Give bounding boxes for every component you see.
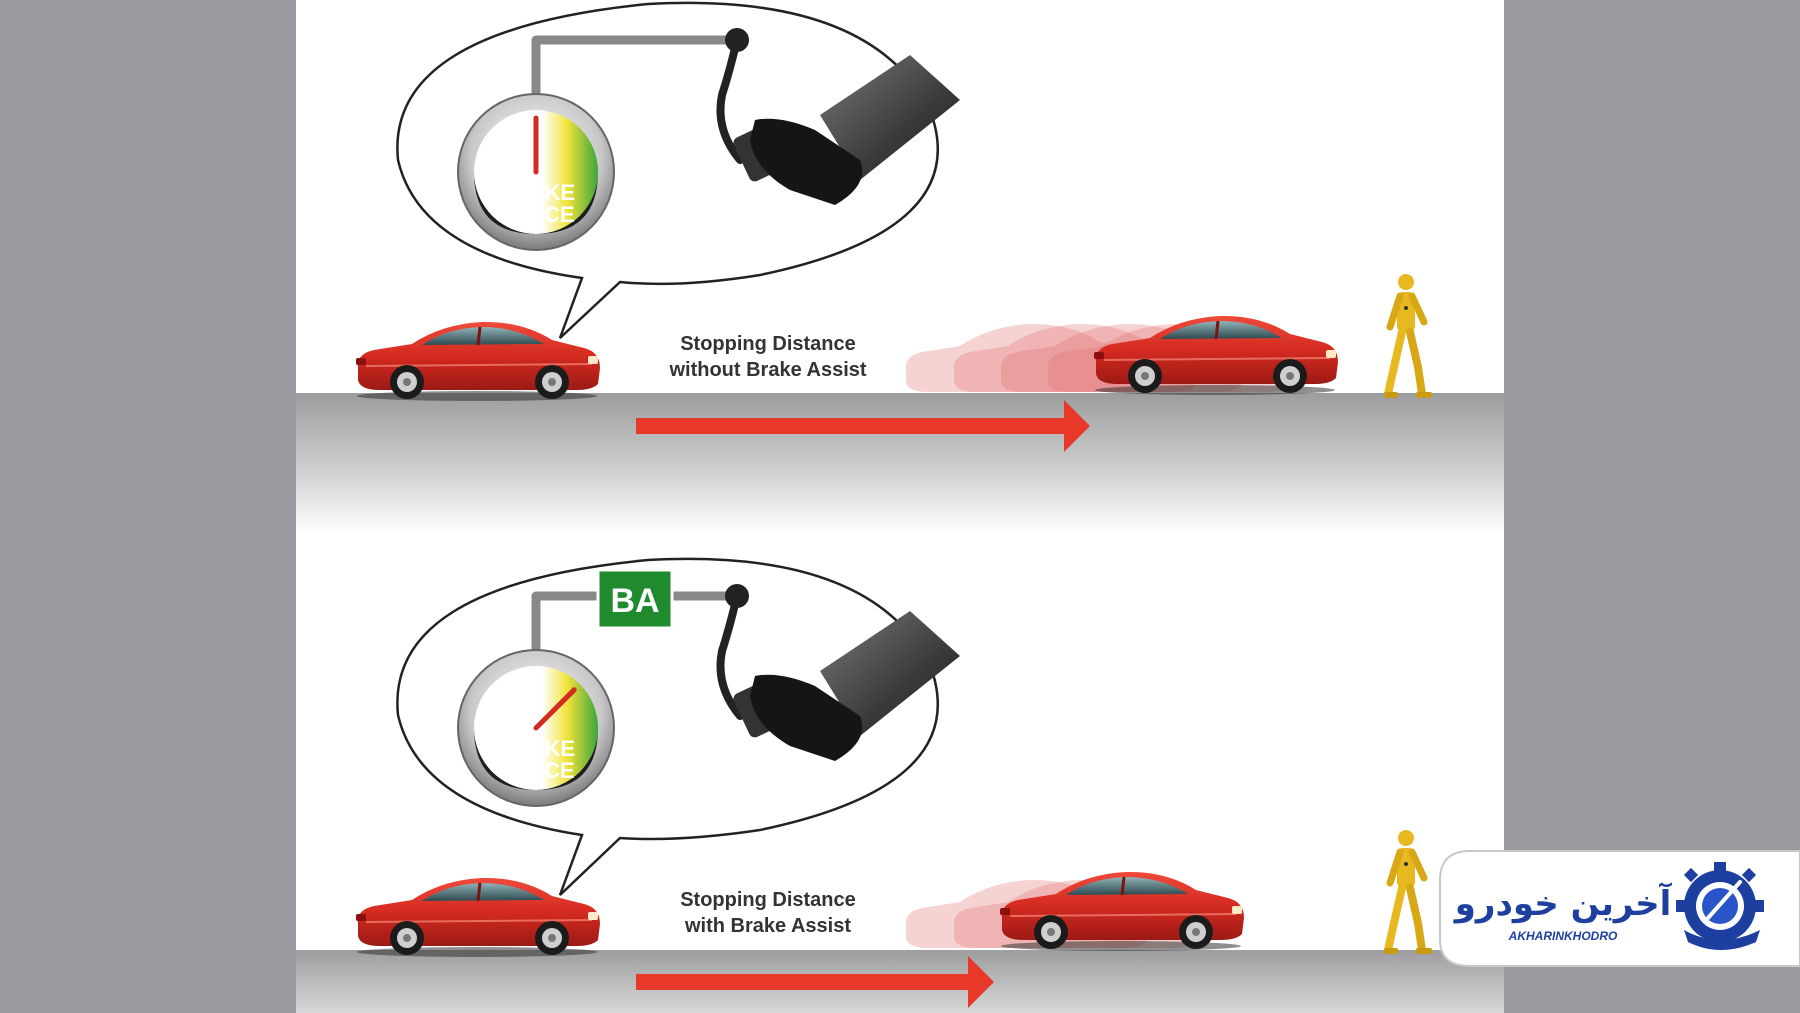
caption-line1: Stopping Distance bbox=[680, 889, 856, 911]
top-scenario: BRAKE FORCE Stopping Distance without Br… bbox=[296, 1, 1504, 533]
shoe-icon bbox=[750, 55, 960, 205]
gauge-label-line2: FORCE bbox=[498, 202, 575, 227]
ba-badge: BA bbox=[596, 568, 674, 630]
gauge-label-line1: BRAKE bbox=[497, 736, 575, 761]
caption-line1: Stopping Distance bbox=[680, 333, 856, 355]
shoe-icon bbox=[750, 611, 960, 761]
road-top bbox=[296, 393, 1504, 533]
gauge-label-line1: BRAKE bbox=[497, 180, 575, 205]
gauge-icon: BRAKE FORCE bbox=[457, 93, 615, 251]
gear-logo-icon bbox=[1676, 862, 1764, 950]
gauge-needle bbox=[533, 687, 577, 731]
bottom-scenario: BA BRAKE FORCE Stopping Distance with Br… bbox=[296, 557, 1504, 1013]
gauge-label-line2: FORCE bbox=[498, 758, 575, 783]
caption-line2: with Brake Assist bbox=[684, 915, 851, 937]
distance-arrow-top bbox=[636, 400, 1090, 452]
gauge-icon: BRAKE FORCE bbox=[457, 649, 615, 807]
watermark-brand-fa: آخرین خودرو bbox=[1453, 882, 1673, 924]
brake-line-top bbox=[531, 35, 733, 96]
watermark: آخرین خودرو AKHARINKHODRO bbox=[1439, 850, 1800, 967]
caption-line2: without Brake Assist bbox=[668, 359, 866, 381]
distance-arrow-bottom bbox=[636, 956, 994, 1008]
ba-badge-label: BA bbox=[610, 582, 659, 620]
watermark-brand-en: AKHARINKHODRO bbox=[1508, 929, 1618, 943]
